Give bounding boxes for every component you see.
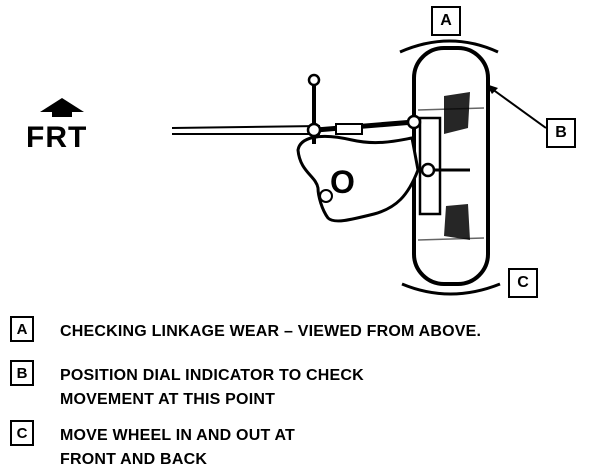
legend-item-a: A CHECKING LINKAGE WEAR – VIEWED FROM AB…: [10, 316, 600, 360]
legend-key-c: C: [10, 420, 34, 446]
brake-caliper: [444, 92, 470, 240]
lower-link-joint: [420, 162, 436, 178]
leader-line-b: [487, 85, 547, 129]
callout-b: B: [546, 118, 576, 148]
legend: A CHECKING LINKAGE WEAR – VIEWED FROM AB…: [10, 316, 600, 470]
legend-key-a: A: [10, 316, 34, 342]
control-arm: [296, 134, 420, 223]
legend-item-b: B POSITION DIAL INDICATOR TO CHECK MOVEM…: [10, 360, 600, 420]
legend-item-c: C MOVE WHEEL IN AND OUT AT FRONT AND BAC…: [10, 420, 600, 470]
control-arm-pivot: [319, 189, 333, 203]
linkage-drawing: [40, 39, 547, 296]
tie-rod: [315, 119, 415, 133]
motion-arc-top: [399, 39, 499, 54]
hub-label: O: [330, 164, 355, 200]
callout-a: A: [431, 6, 461, 36]
dial-indicator-clamp: [306, 122, 322, 138]
legend-text-c: MOVE WHEEL IN AND OUT AT FRONT AND BACK: [60, 427, 296, 468]
leader-arrow-b-icon: [486, 84, 498, 94]
front-arrow-stem: [52, 111, 72, 117]
front-direction-label: FRT: [26, 121, 88, 154]
callout-c: C: [508, 268, 538, 298]
legend-text-b: POSITION DIAL INDICATOR TO CHECK MOVEMEN…: [60, 367, 364, 408]
steering-rod-upper: [171, 125, 321, 129]
motion-arc-bottom: [401, 282, 501, 296]
legend-key-b: B: [10, 360, 34, 386]
linkage-diagram: FRT A B C O: [26, 6, 576, 298]
front-arrow-icon: [40, 98, 84, 112]
legend-text-a: CHECKING LINKAGE WEAR – VIEWED FROM ABOV…: [60, 323, 482, 340]
tie-rod-sleeve: [335, 123, 363, 135]
dial-indicator-knob: [307, 73, 321, 87]
tie-rod-end: [406, 114, 422, 130]
